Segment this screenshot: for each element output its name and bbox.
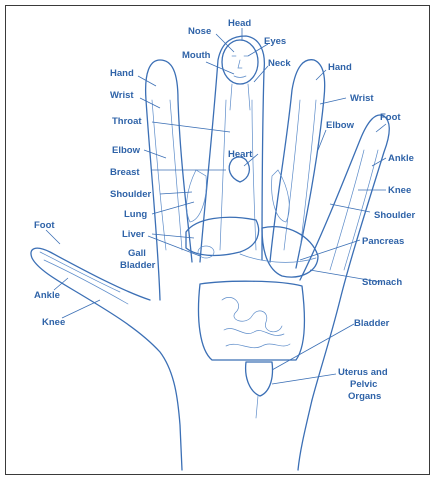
label-shoulder-left: Shoulder: [110, 189, 151, 200]
label-throat: Throat: [112, 116, 142, 127]
label-shoulder-right: Shoulder: [374, 210, 415, 221]
label-knee-right: Knee: [388, 185, 411, 196]
label-ankle-left: Ankle: [34, 290, 60, 301]
label-elbow-right: Elbow: [326, 120, 355, 131]
label-mouth: Mouth: [182, 50, 211, 61]
label-hand-left: Hand: [110, 68, 134, 79]
label-foot-right: Foot: [380, 112, 401, 123]
label-uterus-line2: Pelvic: [350, 379, 377, 390]
label-elbow-left: Elbow: [112, 145, 141, 156]
label-uterus-line1: Uterus and: [338, 367, 388, 378]
label-neck: Neck: [268, 58, 291, 69]
label-eyes: Eyes: [264, 36, 286, 47]
label-wrist-left: Wrist: [110, 90, 134, 101]
label-knee-left: Knee: [42, 317, 65, 328]
label-stomach: Stomach: [362, 277, 402, 288]
label-uterus-line3: Organs: [348, 391, 381, 402]
face-drawing: [222, 40, 258, 110]
label-pancreas: Pancreas: [362, 236, 404, 247]
label-liver: Liver: [122, 229, 145, 240]
label-heart: Heart: [228, 149, 253, 160]
hand-outline: [31, 36, 389, 470]
label-nose: Nose: [188, 26, 211, 37]
label-bladder: Bladder: [354, 318, 390, 329]
label-breast: Breast: [110, 167, 140, 178]
label-wrist-right: Wrist: [350, 93, 374, 104]
label-lung: Lung: [124, 209, 147, 220]
label-head: Head: [228, 18, 251, 29]
label-hand-right: Hand: [328, 62, 352, 73]
label-gall-line2: Bladder: [120, 260, 156, 271]
label-gall-line1: Gall: [128, 248, 146, 259]
label-ankle-right: Ankle: [388, 153, 414, 164]
label-foot-left: Foot: [34, 220, 55, 231]
